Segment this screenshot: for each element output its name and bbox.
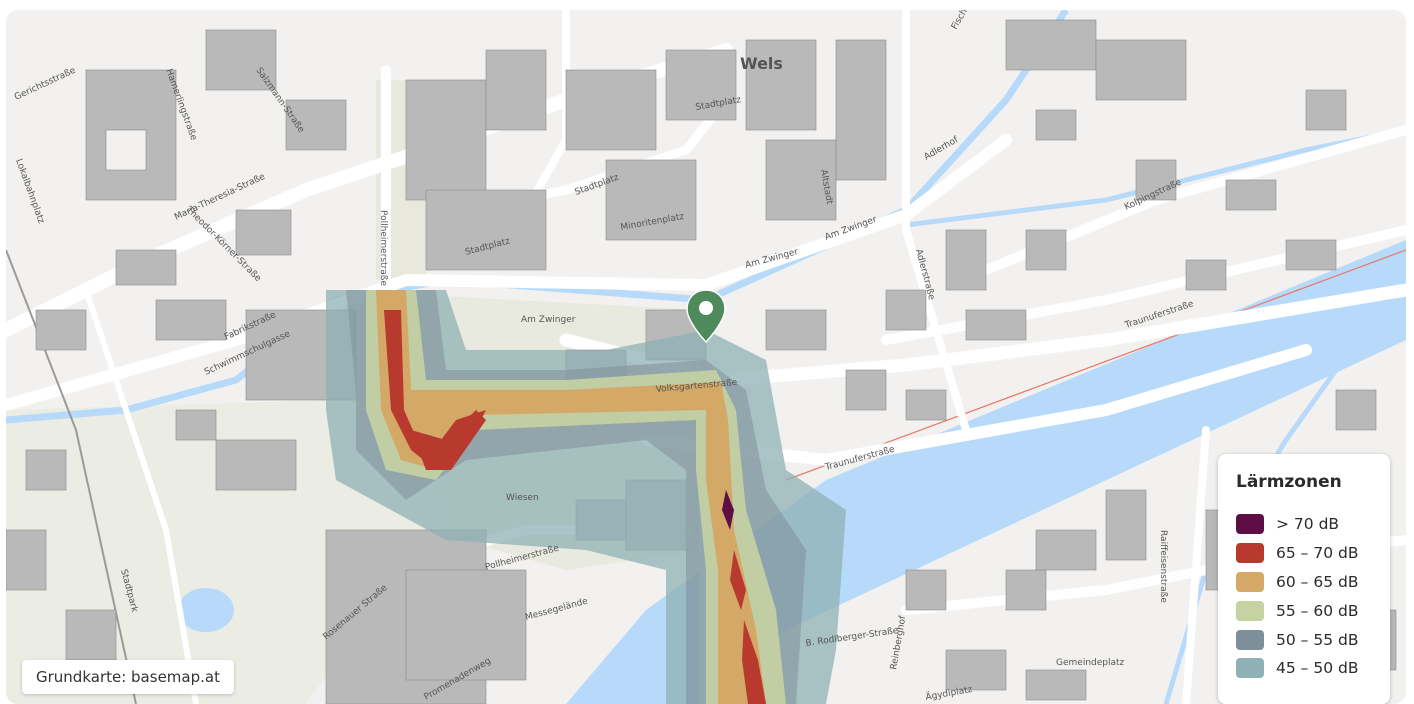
legend-item: 65 – 70 dB <box>1236 539 1374 568</box>
street-label: Am Zwinger <box>521 315 576 325</box>
legend-swatch <box>1236 658 1264 679</box>
street-label: Fischergasse <box>950 10 988 32</box>
street-label: Raiffeisenstraße <box>1158 530 1168 603</box>
legend-swatch <box>1236 543 1264 564</box>
noise-legend: Lärmzonen > 70 dB 65 – 70 dB 60 – 65 dB … <box>1218 454 1390 704</box>
boundary-line <box>785 249 1406 481</box>
legend-item: > 70 dB <box>1236 510 1374 539</box>
legend-label: 65 – 70 dB <box>1276 544 1359 563</box>
legend-title: Lärmzonen <box>1236 472 1342 492</box>
legend-item: 50 – 55 dB <box>1236 625 1374 654</box>
street-label: Gemeindeplatz <box>1056 658 1125 668</box>
buildings <box>6 19 1397 704</box>
noise-zones <box>326 290 846 704</box>
location-pin-icon[interactable] <box>686 289 726 344</box>
legend-item: 55 – 60 dB <box>1236 596 1374 625</box>
legend-label: 50 – 55 dB <box>1276 630 1359 649</box>
street-label: Gerichtsstraße <box>13 65 78 102</box>
street-label: Lokalbahnplatz <box>13 158 46 226</box>
basemap: Maria-Theresia-Straße Salzmann-Straße Po… <box>6 10 1406 704</box>
street-label: Wiesen <box>506 493 539 503</box>
city-label: Wels <box>740 54 783 73</box>
legend-label: 45 – 50 dB <box>1276 659 1359 678</box>
street-label: Pollheimerstraße <box>378 210 388 286</box>
legend-label: 60 – 65 dB <box>1276 572 1359 591</box>
legend-swatch <box>1236 571 1264 592</box>
legend-swatch <box>1236 629 1264 650</box>
street-label: Reinberghof <box>889 614 908 670</box>
street-label: Messegelände <box>524 596 589 622</box>
legend-swatch <box>1236 514 1264 535</box>
legend-swatch <box>1236 600 1264 621</box>
legend-label: > 70 dB <box>1276 515 1340 534</box>
legend-label: 55 – 60 dB <box>1276 601 1359 620</box>
legend-item: 45 – 50 dB <box>1236 654 1374 683</box>
pond <box>178 588 234 632</box>
map-viewport[interactable]: Maria-Theresia-Straße Salzmann-Straße Po… <box>6 10 1406 704</box>
legend-item: 60 – 65 dB <box>1236 568 1374 597</box>
attribution: Grundkarte: basemap.at <box>22 660 234 694</box>
attribution-text: Grundkarte: basemap.at <box>36 668 220 686</box>
